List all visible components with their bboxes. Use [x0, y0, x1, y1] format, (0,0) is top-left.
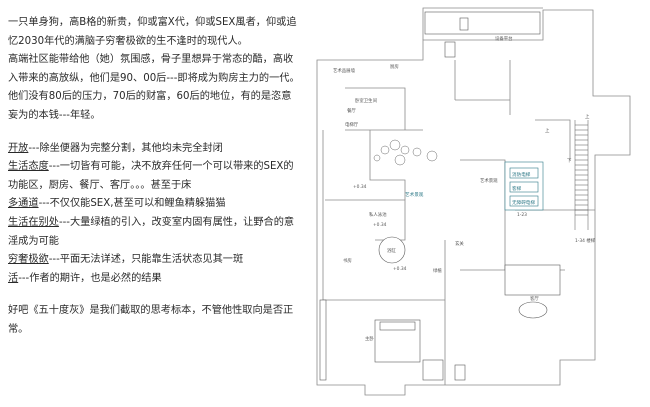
plant-icon	[373, 154, 381, 162]
label-down: 下	[567, 158, 572, 164]
label-study: 书房	[343, 257, 352, 264]
article-text: 一只单身狗，高B格的新贵，仰或富X代，仰或SEX風者，仰或追忆2030年代的满脑…	[8, 14, 300, 340]
feature-text: ---除坐便器为完整分割，其他均未完全封闭	[28, 142, 223, 154]
kitchen-appliance	[459, 17, 469, 31]
pillow	[379, 321, 416, 331]
feature-item: 穷奢极欲---平面无法详述，只能靠生活状态见其一斑	[8, 251, 300, 270]
feature-term: 生活态度	[8, 161, 49, 173]
label-art-wall: 艺术品展墙	[333, 67, 356, 74]
label-art-zone: 艺术景观	[405, 191, 424, 198]
feature-term: 活	[8, 272, 19, 284]
plant-icon	[394, 154, 406, 166]
community-paragraph: 高端社区能带给他（她）氛围感，骨子里想异于常态的酷，高收入带来的高放纵，他们是9…	[8, 54, 300, 121]
coffee-table	[518, 301, 548, 319]
label-equipment: 设备平台	[495, 35, 513, 42]
plant-icon	[389, 139, 401, 151]
feature-item: 开放---除坐便器为完整分割，其他均未完全封闭	[8, 140, 300, 159]
plant-pot	[422, 359, 444, 381]
label-bath-level: +0.34	[393, 266, 407, 272]
feature-term: 多通道	[8, 198, 39, 210]
feature-item: 生活在别处---大量绿植的引入，改变室内固有属性，让野合的意淫成为可能	[8, 214, 300, 251]
plant-icon	[380, 145, 390, 155]
wardrobe	[319, 299, 327, 381]
bathtub-shape	[378, 236, 406, 264]
feature-term: 生活在别处	[8, 216, 59, 228]
label-pool-level: +0.34	[373, 222, 387, 228]
feature-term: 开放	[8, 142, 29, 154]
feature-text: ---平面无法详述，只能靠生活状态见其一斑	[48, 254, 244, 266]
label-stair-code: 1-34 楼梯	[575, 237, 596, 244]
floor-plan-drawing: 设备平台 厨房 艺术品展墙 卧室卫生间 餐厅 电梯厅 上 下 上 艺术景观 艺术…	[316, 7, 631, 396]
label-elevator-code: 1-23	[517, 212, 527, 218]
label-art-zone: 艺术景观	[480, 177, 498, 184]
label-bath: 浴缸	[387, 247, 396, 254]
label-dining: 餐厅	[347, 107, 356, 114]
elevator-car-2	[509, 181, 539, 193]
feature-item: 活---作者的期许，也是必然的结果	[8, 270, 300, 289]
fridge	[444, 41, 456, 58]
label-foyer: 玄关	[455, 240, 464, 247]
feature-text: ---大量绿植的引入，改变室内固有属性，让野合的意淫成为可能	[8, 216, 295, 247]
label-pool: 私人泳池	[369, 211, 387, 218]
plant-decor	[373, 139, 438, 166]
intro-paragraph: 一只单身狗，高B格的新贵，仰或富X代，仰或SEX風者，仰或追忆2030年代的满脑…	[8, 17, 297, 47]
label-green: 绿植	[433, 267, 442, 274]
kitchen-counter	[424, 11, 541, 35]
label-kitchen: 厨房	[390, 63, 399, 70]
elevator-car-3	[509, 195, 539, 207]
label-level: +0.34	[353, 184, 367, 190]
plant-icon	[400, 145, 410, 155]
plant-icon	[412, 147, 422, 157]
paragraph-gap	[8, 126, 300, 140]
plant-pot	[454, 364, 466, 381]
label-bedroom: 主卧	[365, 335, 374, 342]
fixtures	[319, 11, 561, 381]
feature-text: ---作者的期许，也是必然的结果	[18, 272, 162, 284]
room-labels: 设备平台 厨房 艺术品展墙 卧室卫生间 餐厅 电梯厅 上 下 上 艺术景观 艺术…	[333, 35, 596, 342]
label-up: 上	[545, 127, 550, 134]
label-elevator: 客梯	[512, 185, 522, 192]
label-living-bath: 卧室卫生间	[355, 97, 377, 104]
feature-item: 多通道---不仅仅能SEX,甚至可以和鲤鱼精躲猫猫	[8, 195, 300, 214]
feature-term: 穷奢极欲	[8, 254, 49, 266]
sofa	[504, 264, 561, 296]
label-elevator-hall: 电梯厅	[345, 121, 359, 128]
label-up: 上	[585, 113, 590, 120]
elevator-car-1	[509, 167, 539, 179]
plant-icon	[426, 150, 438, 162]
label-living: 客厅	[530, 295, 539, 302]
feature-item: 生活态度---一切皆有可能，决不放弃任何一个可以带来的SEX的功能区，厨房、餐厅…	[8, 158, 300, 195]
paragraph-gap	[8, 288, 300, 302]
feature-text: ---一切皆有可能，决不放弃任何一个可以带来的SEX的功能区，厨房、餐厅、客厅。…	[8, 161, 294, 191]
floor-plan: 设备平台 厨房 艺术品展墙 卧室卫生间 餐厅 电梯厅 上 下 上 艺术景观 艺术…	[305, 0, 650, 407]
closing-paragraph: 好吧《五十度灰》是我们截取的思考标本，不管他性取向是否正常。	[8, 305, 294, 335]
label-elevator: 消防电梯	[512, 171, 531, 178]
feature-text: ---不仅仅能SEX,甚至可以和鲤鱼精躲猫猫	[38, 198, 226, 210]
label-elevator: 无障碍电梯	[512, 199, 535, 206]
outer-walls	[316, 7, 631, 396]
feature-list: 开放---除坐便器为完整分割，其他均未完全封闭 生活态度---一切皆有可能，决不…	[8, 140, 300, 289]
stair-symbol	[574, 120, 589, 230]
